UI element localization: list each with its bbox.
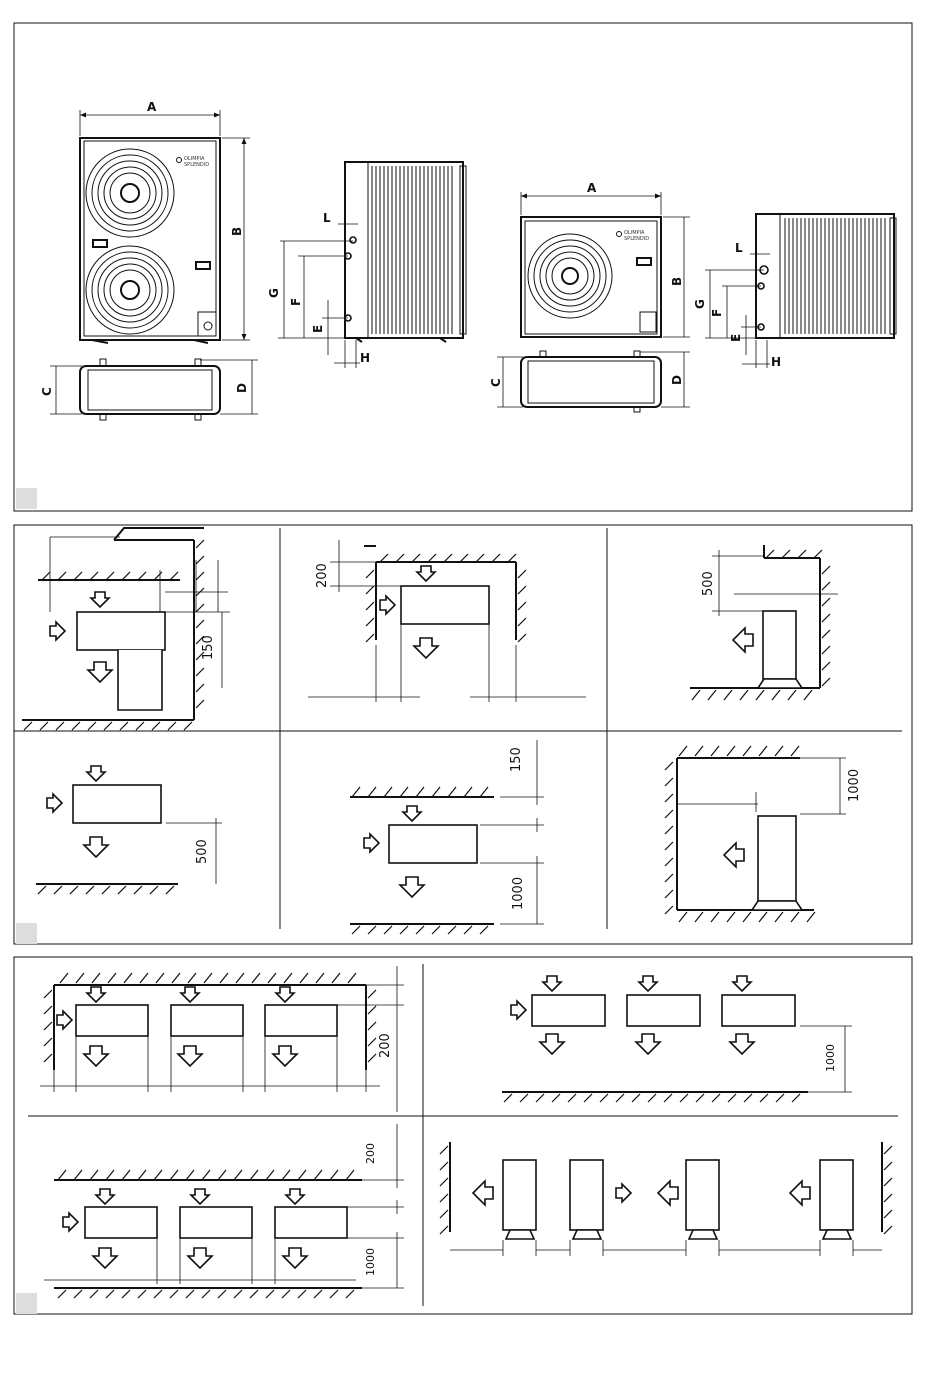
label-g: G [267, 288, 281, 298]
multi-cell-side-units [440, 1142, 892, 1256]
unit-small-side-view [756, 214, 896, 338]
label-b-unit2: B [670, 277, 684, 286]
dim-200-c2: 200 [315, 563, 330, 588]
unit-small-front-view: OLIMPIA SPLENDID [521, 217, 661, 337]
label-d: D [235, 383, 249, 393]
label-c: C [40, 387, 54, 396]
clearance-cell-4: 500 [36, 766, 222, 894]
label-f-unit2: F [710, 309, 724, 317]
multi-cell-walls: 200 [40, 966, 404, 1112]
dim-c-unit2: C [489, 357, 523, 407]
unit-large-side-view [345, 162, 466, 342]
dims-side-unit2: G F E L H [693, 241, 781, 369]
unit-large-top-view [80, 359, 220, 420]
dim-200-multi-c: 200 [364, 1143, 377, 1164]
multi-cell-front-wall: 1000 [502, 976, 852, 1102]
unit-small-top-view [521, 351, 661, 412]
label-c-unit2: C [489, 378, 503, 387]
fan-bottom-icon [86, 246, 174, 334]
dim-150-c1: 150 [201, 635, 216, 660]
clearance-cell-3: 500 [690, 545, 838, 700]
label-h-unit2: H [771, 355, 781, 369]
dim-500-c3: 500 [701, 571, 716, 596]
dim-a-unit2: A [521, 181, 661, 215]
label-b: B [230, 227, 244, 236]
label-d-unit2: D [670, 375, 684, 385]
label-e: E [311, 325, 325, 333]
panel-marker [16, 488, 37, 509]
dim-1000-c5: 1000 [511, 877, 526, 910]
clearance-cell-5: 150 1000 [350, 740, 544, 934]
dim-500-c4: 500 [195, 839, 210, 864]
clearance-cell-1: 150 [22, 528, 230, 730]
label-a-unit2: A [587, 181, 597, 195]
label-l-unit2: L [735, 241, 743, 255]
multi-cell-two-walls: 200 1000 [44, 1124, 404, 1298]
dim-b-unit1: B [222, 138, 250, 340]
label-e-unit2: E [729, 334, 743, 342]
dim-c-unit1: C [40, 366, 82, 414]
brand-line2-unit2: SPLENDID [624, 236, 649, 242]
dim-a-unit1: A [80, 100, 220, 136]
dim-1000-c6: 1000 [847, 769, 862, 802]
panel-marker-3 [16, 1293, 37, 1314]
dim-200-multi-a: 200 [378, 1033, 393, 1058]
label-h: H [360, 351, 370, 365]
panel-marker-2 [16, 923, 37, 944]
fan-icon [528, 234, 612, 318]
label-a: A [147, 100, 157, 114]
brand-line2: SPLENDID [184, 162, 209, 168]
label-f: F [289, 298, 303, 306]
fan-top-icon [86, 149, 174, 237]
unit-large-front-view: OLIMPIA SPLENDID [80, 138, 220, 343]
clearance-cell-6: 1000 [665, 746, 862, 922]
clearance-cell-2: 200 [308, 540, 586, 702]
label-l: L [323, 211, 331, 225]
dim-d-unit2: D [640, 352, 690, 407]
dim-150-c5: 150 [509, 747, 524, 772]
dim-b-unit2: B [663, 217, 690, 337]
label-g-unit2: G [693, 299, 707, 309]
dim-d-unit1: D [200, 360, 258, 414]
dim-1000-multi-c: 1000 [364, 1248, 377, 1276]
dims-side-unit1: G F E L H [267, 211, 370, 368]
dim-1000-multi-b: 1000 [824, 1044, 837, 1072]
